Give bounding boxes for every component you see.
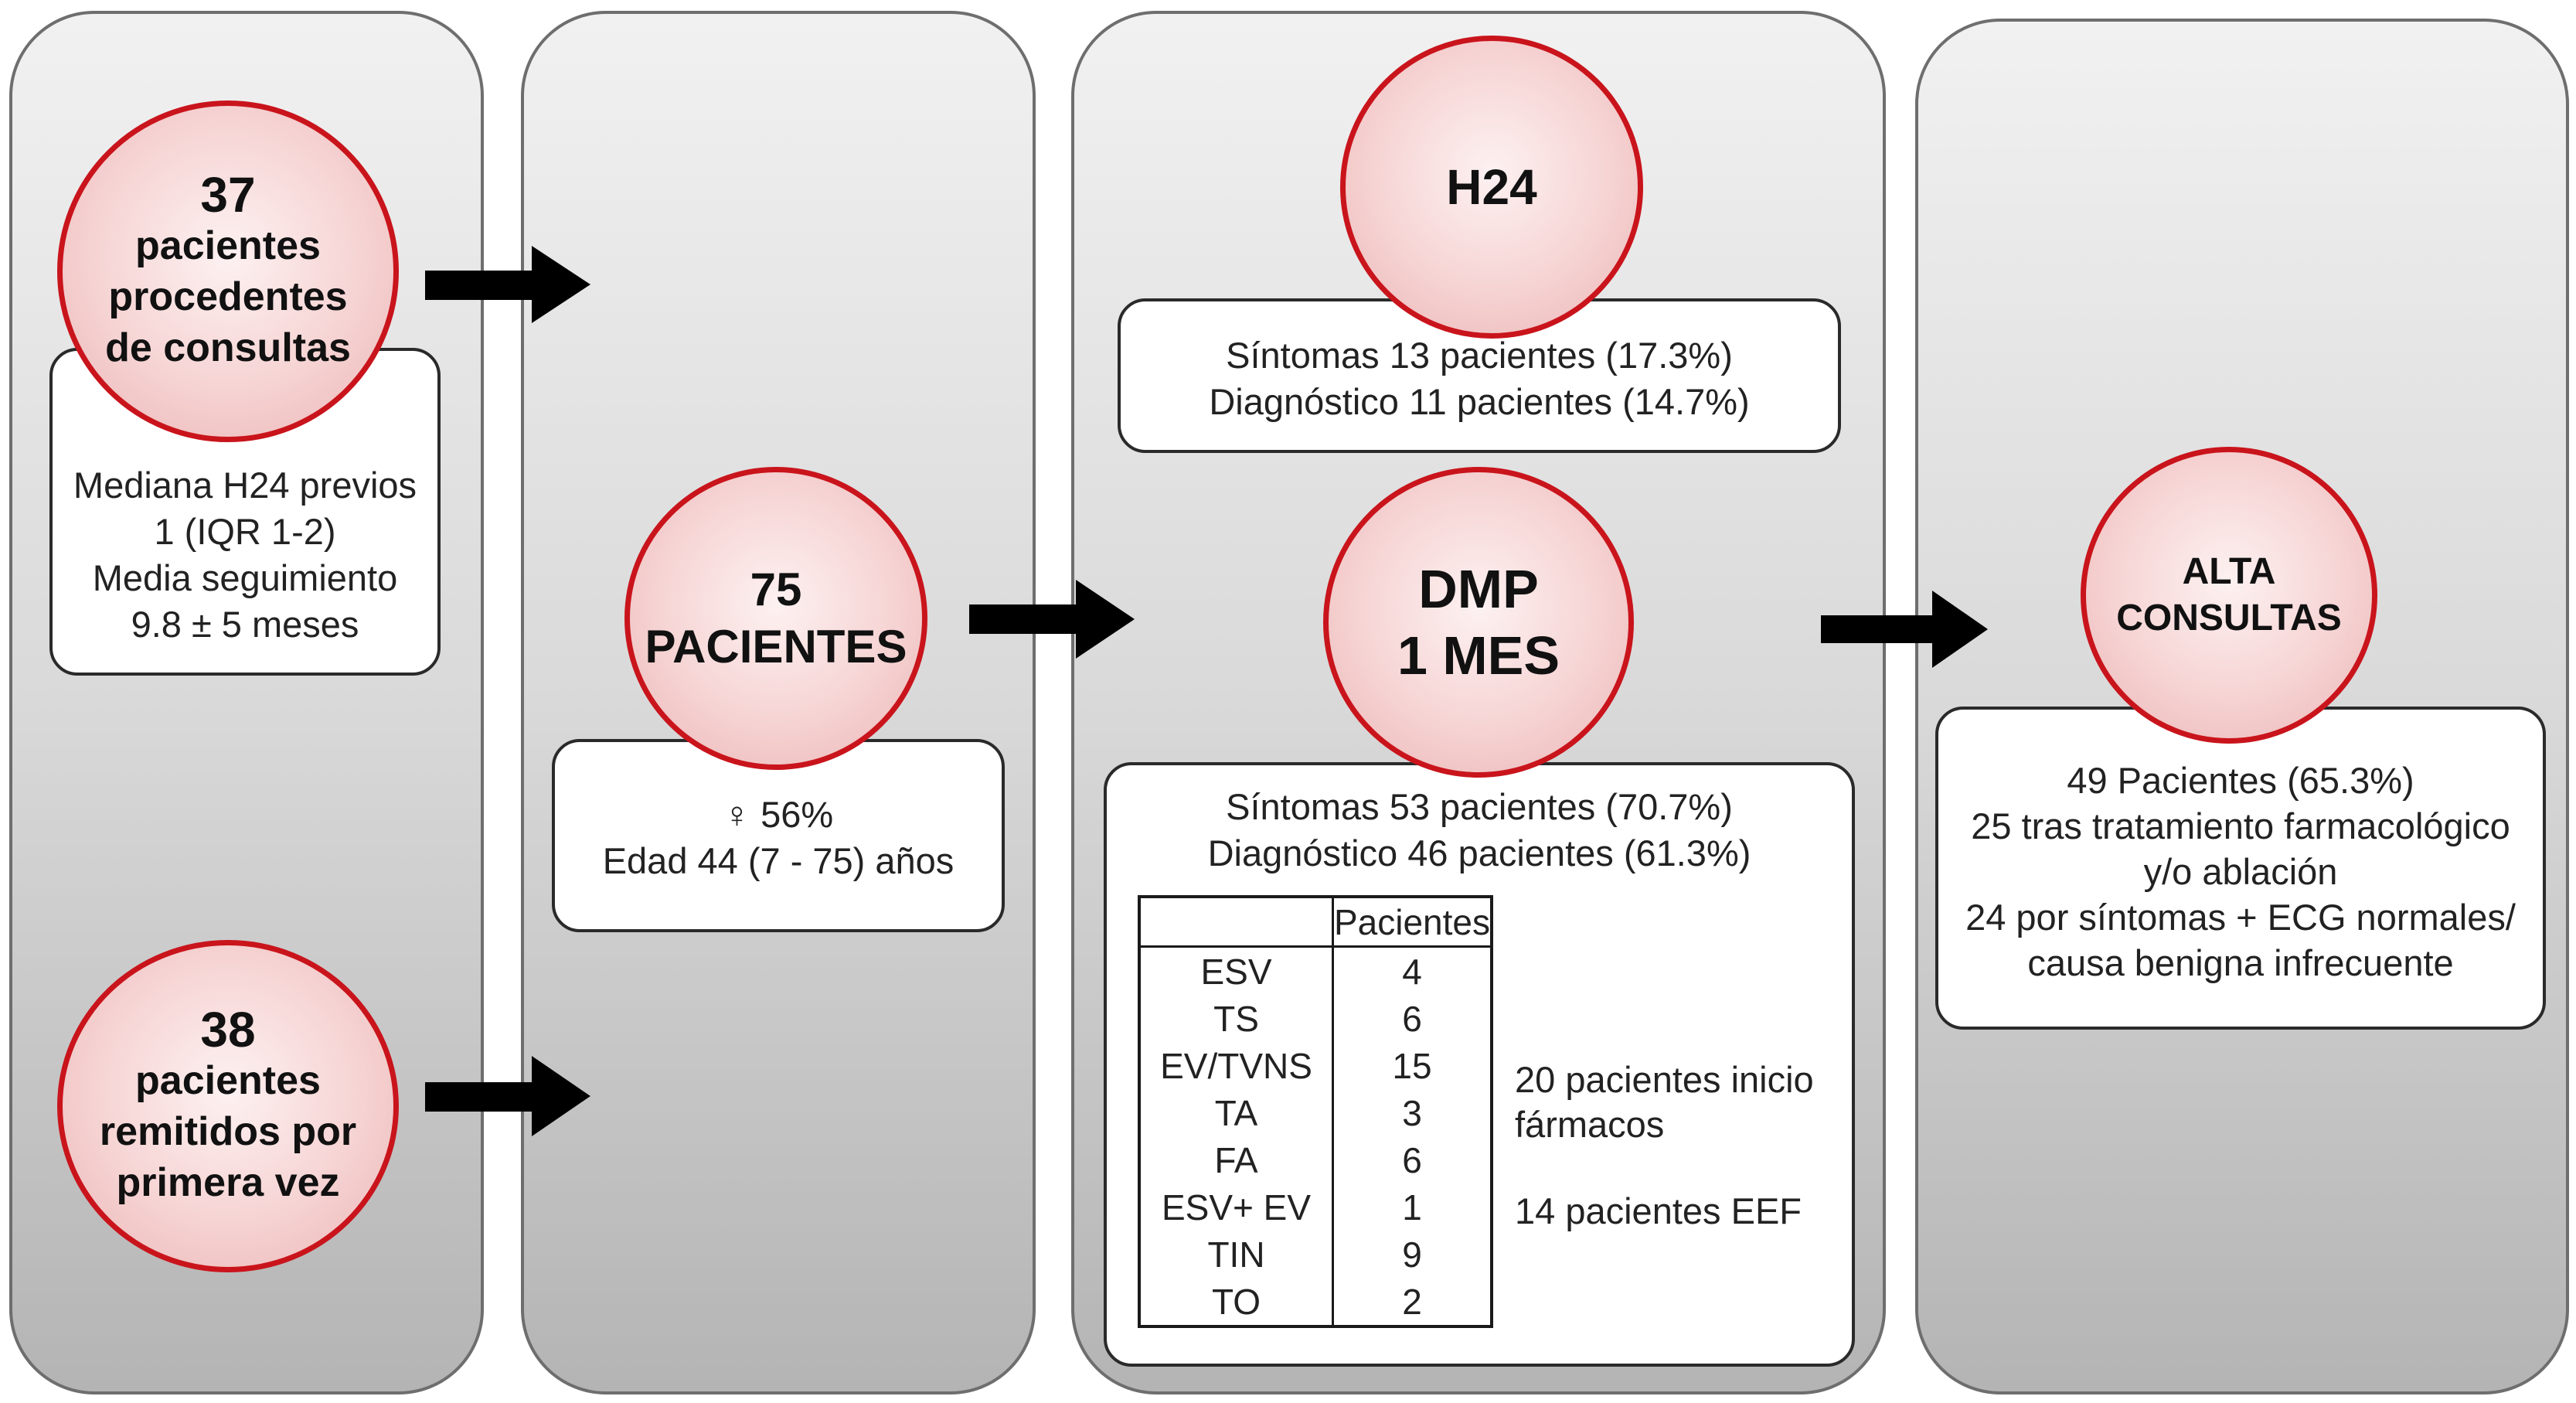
table-row: TO 2 <box>1139 1278 1492 1326</box>
circle-first-visit-patients: 38 pacientes remitidos por primera vez <box>57 940 399 1272</box>
female-percentage-value: 56% <box>761 794 834 835</box>
circle-discharge-line: ALTA <box>2182 551 2276 592</box>
age-range: Edad 44 (7 - 75) años <box>602 840 955 881</box>
note-drug-start: 20 pacientes inicio fármacos <box>1515 1057 1814 1147</box>
table-row-label: EV/TVNS <box>1160 1045 1312 1086</box>
diagnosis-table-header: Pacientes <box>1331 897 1492 948</box>
circle-consultas-line: pacientes <box>135 223 321 268</box>
note-eef: 14 pacientes EEF <box>1515 1189 1802 1234</box>
circle-consultas-patients: 37 pacientes procedentes de consultas <box>57 100 399 442</box>
table-row-value: 2 <box>1331 1278 1492 1326</box>
table-row-value: 6 <box>1331 1136 1492 1183</box>
circle-discharge: ALTA CONSULTAS <box>2081 447 2377 744</box>
box-previous-h24-line: Mediana H24 previos <box>73 465 417 506</box>
dmp-symptoms: Síntomas 53 pacientes (70.7%) <box>1226 786 1733 827</box>
box-discharge: 49 Pacientes (65.3%) 25 tras tratamiento… <box>1935 707 2546 1030</box>
box-previous-h24-line: 1 (IQR 1-2) <box>154 511 336 552</box>
right-arrow-icon <box>425 246 590 323</box>
right-arrow-icon <box>1821 591 1988 668</box>
table-row: TIN 9 <box>1139 1231 1492 1278</box>
table-row-value: 15 <box>1331 1042 1492 1089</box>
table-row-value: 1 <box>1331 1183 1492 1231</box>
table-row-value: 4 <box>1331 946 1492 995</box>
discharge-total: 49 Pacientes (65.3%) <box>2067 760 2414 801</box>
table-row-label: ESV <box>1200 951 1272 992</box>
circle-h24: H24 <box>1340 36 1643 339</box>
note-eef-line: 14 pacientes EEF <box>1515 1190 1802 1231</box>
table-row: FA 6 <box>1139 1136 1492 1183</box>
table-row: ESV 4 <box>1139 946 1492 995</box>
female-symbol-icon: ♀ <box>723 794 751 835</box>
box-dmp-results: Síntomas 53 pacientes (70.7%) Diagnóstic… <box>1104 762 1855 1367</box>
table-row: EV/TVNS 15 <box>1139 1042 1492 1089</box>
table-row-label: TS <box>1213 998 1259 1039</box>
note-drug-start-line: fármacos <box>1515 1104 1665 1145</box>
circle-first-visit-count: 38 <box>200 1002 256 1057</box>
discharge-treatment: y/o ablación <box>2143 851 2338 892</box>
box-previous-h24-line: Media seguimiento <box>92 557 398 598</box>
table-row-label: TIN <box>1207 1234 1265 1275</box>
circle-total-label: PACIENTES <box>645 621 907 673</box>
box-previous-h24: Mediana H24 previos 1 (IQR 1-2) Media se… <box>49 348 441 676</box>
circle-first-visit-line: primera vez <box>116 1160 340 1205</box>
circle-consultas-line: procedentes <box>108 274 348 319</box>
circle-h24-label: H24 <box>1446 159 1537 215</box>
diagnosis-table-header-row: Pacientes <box>1139 897 1492 948</box>
circle-consultas-count: 37 <box>200 167 256 223</box>
circle-first-visit-line: pacientes <box>135 1058 321 1103</box>
table-row-label: ESV+ EV <box>1161 1187 1312 1228</box>
table-row-value: 3 <box>1331 1089 1492 1136</box>
dmp-diagnosis: Diagnóstico 46 pacientes (61.3%) <box>1207 833 1751 873</box>
table-row-label: TO <box>1211 1281 1261 1322</box>
circle-dmp-duration: 1 MES <box>1397 625 1560 686</box>
table-row-value: 9 <box>1331 1231 1492 1278</box>
h24-diagnosis: Diagnóstico 11 pacientes (14.7%) <box>1209 381 1750 422</box>
circle-first-visit-line: remitidos por <box>99 1109 357 1154</box>
table-row: ESV+ EV 1 <box>1139 1183 1492 1231</box>
table-row: TS 6 <box>1139 995 1492 1042</box>
discharge-benign: causa benigna infrecuente <box>2027 942 2454 983</box>
right-arrow-icon <box>969 580 1135 659</box>
discharge-treatment: 25 tras tratamiento farmacológico <box>1971 805 2510 846</box>
circle-discharge-line: CONSULTAS <box>2116 598 2342 639</box>
circle-dmp: DMP 1 MES <box>1323 467 1634 778</box>
female-percentage: ♀ 56% <box>555 792 1002 838</box>
table-row-label: FA <box>1214 1139 1258 1180</box>
circle-consultas-line: de consultas <box>105 325 351 370</box>
right-arrow-icon <box>425 1056 590 1136</box>
discharge-benign: 24 por síntomas + ECG normales/ <box>1965 897 2516 938</box>
circle-dmp-label: DMP <box>1418 559 1539 619</box>
h24-symptoms: Síntomas 13 pacientes (17.3%) <box>1226 335 1733 376</box>
diagnosis-table-header-empty <box>1139 897 1333 948</box>
circle-total-patients: 75 PACIENTES <box>624 467 927 770</box>
box-previous-h24-line: 9.8 ± 5 meses <box>131 604 359 645</box>
box-demographics: ♀ 56% Edad 44 (7 - 75) años <box>552 739 1005 932</box>
table-row-label: TA <box>1214 1092 1258 1133</box>
note-drug-start-line: 20 pacientes inicio <box>1515 1059 1814 1100</box>
circle-total-count: 75 <box>750 564 802 615</box>
diagnosis-table: Pacientes ESV 4 TS 6 EV/TVNS 15 TA 3 FA <box>1138 895 1493 1328</box>
table-row-value: 6 <box>1331 995 1492 1042</box>
table-row: TA 3 <box>1139 1089 1492 1136</box>
